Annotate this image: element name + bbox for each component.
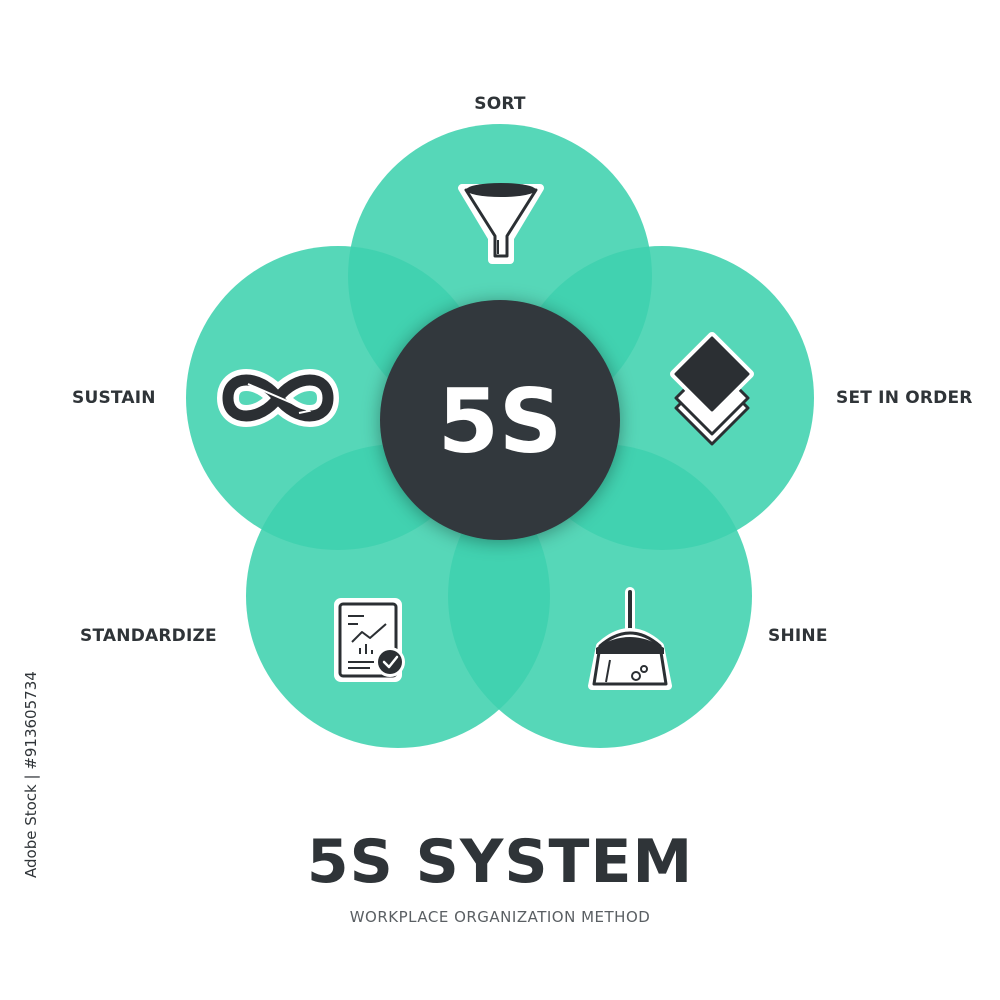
center-label: 5S bbox=[438, 370, 563, 473]
stock-credit: Adobe Stock | #913605734 bbox=[22, 671, 40, 878]
main-title: 5S SYSTEM bbox=[306, 827, 694, 897]
stacked-layers-icon bbox=[670, 332, 754, 446]
broom-icon bbox=[588, 587, 672, 690]
subtitle: WORKPLACE ORGANIZATION METHOD bbox=[349, 908, 651, 926]
label-shine: SHINE bbox=[768, 626, 828, 646]
label-standardize: STANDARDIZE bbox=[80, 626, 217, 646]
funnel-icon bbox=[458, 183, 544, 264]
label-sort: SORT bbox=[474, 94, 526, 114]
document-check-icon bbox=[334, 598, 405, 682]
label-sustain: SUSTAIN bbox=[72, 388, 156, 408]
center-circle bbox=[380, 300, 620, 540]
infinity-cycle-icon bbox=[216, 369, 340, 427]
label-set-in-order: SET IN ORDER bbox=[836, 388, 973, 408]
